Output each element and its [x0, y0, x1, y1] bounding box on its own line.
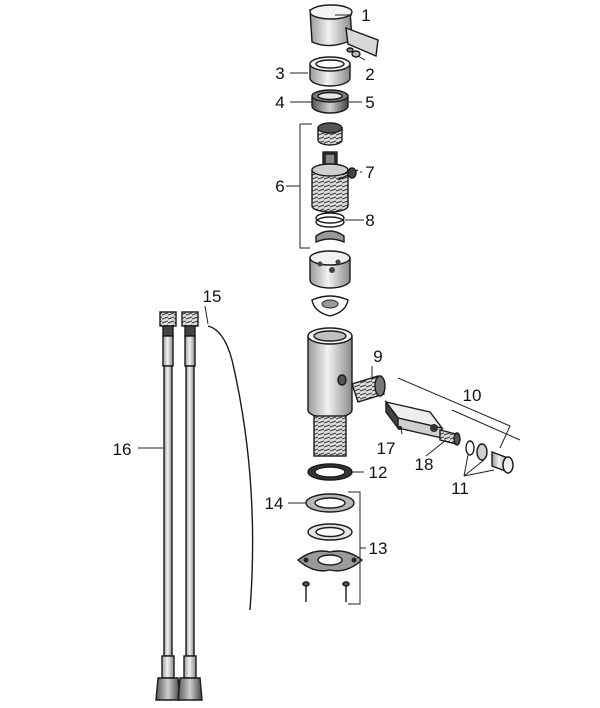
callout-3: 3: [275, 64, 284, 83]
callout-12: 12: [369, 463, 388, 482]
callout-17: 17: [377, 439, 396, 458]
part-threaded-nut: [311, 89, 349, 114]
callout-10: 10: [463, 386, 482, 405]
callout-labels: 1 2 3 4 5 6 7 8 9 10 11 12 13 14 15 16 1…: [113, 6, 482, 558]
part-side-screw: [337, 167, 359, 181]
part-gasket: [307, 463, 353, 481]
part-cartridge: [311, 122, 349, 244]
part-seal-set: [465, 440, 514, 474]
callout-16: 16: [113, 440, 132, 459]
callout-14: 14: [265, 494, 284, 513]
leader-lines: [138, 14, 521, 605]
hose-right: [177, 311, 203, 701]
callout-1: 1: [361, 6, 370, 25]
callout-6: 6: [275, 177, 284, 196]
callout-9: 9: [373, 347, 382, 366]
part-cover-ring: [309, 56, 351, 87]
callout-5: 5: [365, 93, 374, 112]
part-lift-rod: [207, 325, 254, 611]
callout-8: 8: [365, 211, 374, 230]
part-main-body: [307, 327, 353, 457]
part-connector: [351, 375, 386, 403]
callout-11: 11: [451, 479, 469, 498]
hose-left: [155, 311, 181, 701]
callout-7: 7: [365, 163, 374, 182]
part-fitting: [439, 429, 461, 446]
part-grub-screw: [346, 47, 361, 58]
callout-4: 4: [275, 93, 284, 112]
callout-18: 18: [415, 455, 434, 474]
part-supply-hoses: [155, 311, 203, 701]
callout-2: 2: [365, 65, 374, 84]
part-popup-rod-box: [384, 399, 444, 439]
part-guide-body: [309, 250, 351, 317]
part-fixing-set: [296, 523, 364, 602]
callout-13: 13: [369, 539, 388, 558]
part-washer-top: [305, 493, 355, 513]
callout-15: 15: [203, 287, 222, 306]
